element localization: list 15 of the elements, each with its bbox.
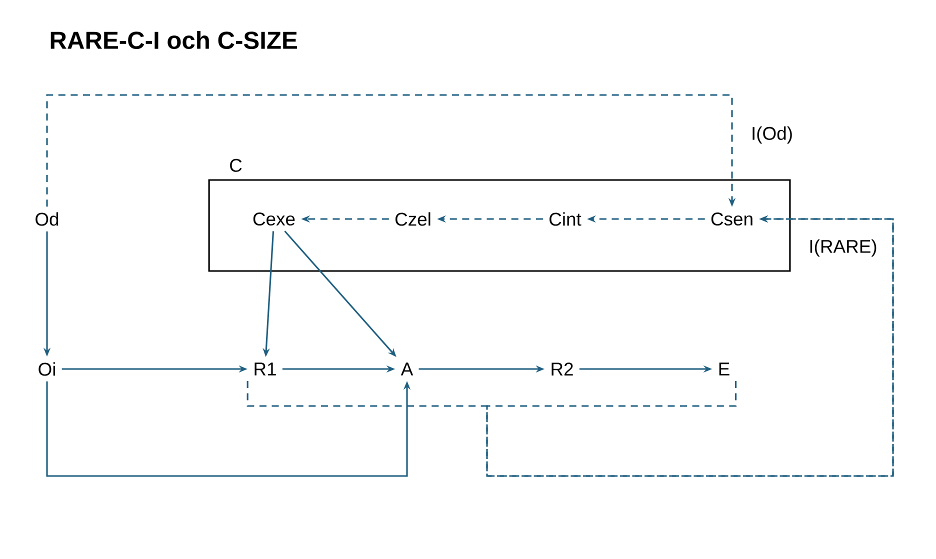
- node-label: C: [230, 158, 242, 172]
- node-label: Cexe: [253, 212, 295, 226]
- node-label: Csen: [711, 212, 752, 226]
- node-label: Cint: [550, 212, 582, 226]
- node-label: E: [719, 362, 730, 376]
- node-label: Czel: [396, 212, 430, 226]
- title: RARE-C-I och C-SIZE: [50, 30, 297, 50]
- arrow: [46, 94, 736, 207]
- node-label: A: [400, 362, 414, 376]
- edge-label: I(Od): [749, 124, 795, 146]
- node-label: Oi: [38, 362, 55, 376]
- node-label: Od: [36, 212, 58, 226]
- edge-label: I(RARE): [806, 238, 880, 258]
- node-label: R1: [254, 362, 276, 376]
- node-label: R2: [552, 362, 573, 376]
